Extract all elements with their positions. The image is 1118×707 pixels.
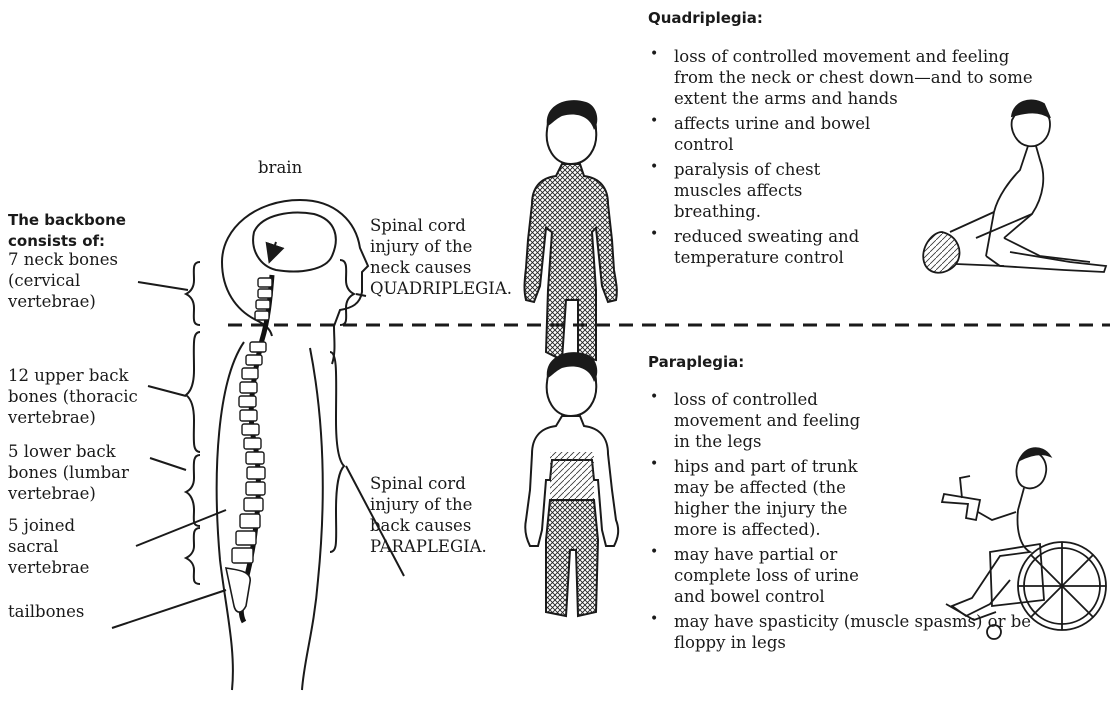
list-item: hips and part of trunk may be affected (… bbox=[648, 456, 1031, 540]
brain-shape bbox=[253, 213, 336, 272]
vertebra-group-braces bbox=[186, 262, 200, 584]
upper-back-bones-label: 12 upper back bones (thoracic vertebrae) bbox=[8, 365, 138, 428]
back-injury-label: Spinal cord injury of the back causes PA… bbox=[370, 473, 487, 557]
list-item: may have partial or complete loss of uri… bbox=[648, 544, 1031, 607]
sacrum bbox=[226, 568, 250, 612]
quadriplegia-list: loss of controlled movement and feeling … bbox=[648, 46, 1033, 272]
child-figure-paraplegia bbox=[525, 352, 618, 616]
list-item: loss of controlled movement and feeling … bbox=[648, 46, 1033, 109]
list-item: may have spasticity (muscle spasms) or b… bbox=[648, 611, 1031, 653]
sacral-vertebrae-label: 5 joined sacral vertebrae bbox=[8, 515, 89, 578]
paraplegia-heading: Paraplegia: bbox=[648, 352, 744, 373]
quadriplegia-heading: Quadriplegia: bbox=[648, 8, 763, 29]
paraplegia-list: loss of controlled movement and feeling … bbox=[648, 389, 1031, 657]
child-figure-quadriplegia bbox=[525, 100, 617, 360]
tailbones-label: tailbones bbox=[8, 601, 84, 622]
injury-region-braces bbox=[330, 260, 354, 552]
neck-injury-label: Spinal cord injury of the neck causes QU… bbox=[370, 215, 512, 299]
list-item: loss of controlled movement and feeling … bbox=[648, 389, 1031, 452]
backbone-heading: The backbone consists of: bbox=[8, 210, 126, 252]
brain-label: brain bbox=[258, 157, 302, 178]
list-item: reduced sweating and temperature control bbox=[648, 226, 1033, 268]
lower-back-bones-label: 5 lower back bones (lumbar vertebrae) bbox=[8, 441, 129, 504]
neck-bones-label: 7 neck bones (cervical vertebrae) bbox=[8, 249, 118, 312]
list-item: affects urine and bowel control bbox=[648, 113, 1033, 155]
list-item: paralysis of chest muscles affects breat… bbox=[648, 159, 1033, 222]
